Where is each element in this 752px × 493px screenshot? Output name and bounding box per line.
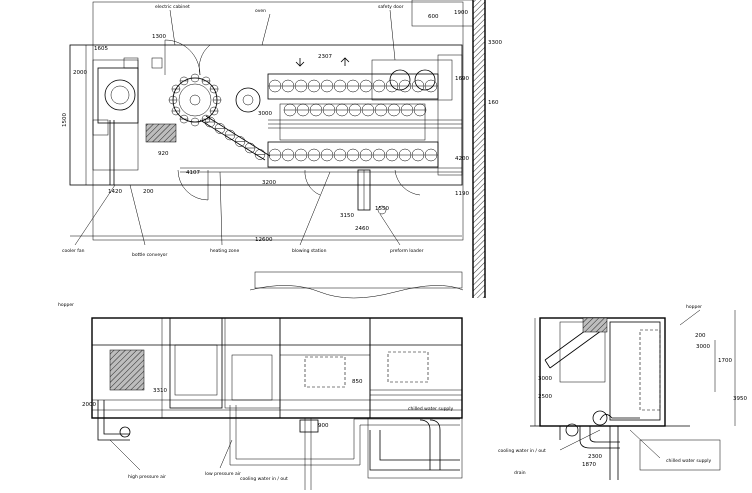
- note-conveyor: bottle conveyor: [132, 252, 168, 258]
- dim-width-left: 2000: [73, 70, 87, 76]
- side-elevation: 200 3000 2500 3000 3950 1700 1870 2300 c…: [498, 304, 747, 480]
- dim-1690: 1690: [455, 76, 469, 82]
- note-preform: preform loader: [390, 248, 424, 254]
- snote-chilled: chilled water supply: [666, 458, 712, 464]
- dim-3000: 3000: [258, 111, 272, 117]
- dim-height-left: 1500: [62, 113, 68, 127]
- note-door: safety door: [378, 4, 404, 10]
- floor-boundary: [92, 1, 464, 241]
- sdim-1700: 1700: [718, 358, 732, 364]
- dim-1190: 1190: [455, 191, 469, 197]
- dim-3150: 3150: [340, 213, 354, 219]
- dim-3300: 3300: [488, 40, 502, 46]
- front-elevation: 3310 2000 850 900 high pressure air low …: [58, 302, 463, 490]
- dim-920: 920: [158, 151, 169, 157]
- edim-900: 900: [318, 423, 329, 429]
- door-swing-bottom: [177, 169, 209, 201]
- dim-4200: 4200: [455, 156, 469, 162]
- dim-1605: 1605: [94, 46, 108, 52]
- plan-leader-notes: cooler fan bottle conveyor heating zone …: [62, 4, 424, 258]
- elevation-leader-notes: high pressure air low pressure air cooli…: [109, 406, 454, 482]
- enote-left-top: hopper: [58, 302, 74, 308]
- flow-arrow-up: [340, 57, 350, 66]
- dim-1550: 1550: [375, 206, 389, 212]
- note-cabinet: electric cabinet: [155, 4, 190, 10]
- note-blowing: blowing station: [292, 248, 327, 254]
- sdim-2300: 2300: [588, 454, 602, 460]
- dim-1420: 1420: [108, 189, 122, 195]
- blow-wheel-cavities: [168, 73, 222, 127]
- sdim-3000: 3000: [696, 344, 710, 350]
- oven-chain: [267, 73, 462, 168]
- enote-chilled: chilled water supply: [408, 406, 454, 412]
- dim-2307: 2307: [318, 54, 332, 60]
- dim-2460: 2460: [355, 226, 369, 232]
- dim-total-length: 12600: [255, 237, 273, 243]
- note-cooler: cooler fan: [62, 248, 85, 254]
- sdim-200: 200: [695, 333, 706, 339]
- sdim-3950: 3950: [733, 396, 747, 402]
- dim-600: 600: [428, 14, 439, 20]
- dim-200: 200: [143, 189, 154, 195]
- edim-2000: 2000: [82, 402, 96, 408]
- sdim-1870: 1870: [582, 462, 596, 468]
- dim-3200: 3200: [262, 180, 276, 186]
- snote-hopper: hopper: [686, 304, 702, 310]
- dim-4107: 4107: [186, 170, 200, 176]
- edim-850: 850: [352, 379, 363, 385]
- break-extension: [254, 271, 463, 289]
- transfer-chain: [204, 116, 266, 160]
- flow-arrow-down: [295, 58, 305, 67]
- snote-water: cooling water in / out: [498, 448, 546, 454]
- oven-wheels-bot: [268, 148, 438, 162]
- note-heating: heating zone: [210, 248, 239, 254]
- snote-drain: drain: [514, 470, 526, 476]
- enote-hp-air: high pressure air: [128, 474, 166, 480]
- note-oven: oven: [255, 9, 266, 14]
- dim-1300: 1300: [152, 34, 166, 40]
- dim-160: 160: [488, 100, 499, 106]
- enote-lp-air: low pressure air: [205, 471, 241, 477]
- sdim-3000c: 3000: [538, 376, 552, 382]
- side-leader-notes: cooling water in / out drain hopper chil…: [498, 304, 712, 476]
- edim-3310: 3310: [153, 388, 167, 394]
- wall-notch: [411, 0, 474, 27]
- enote-water: cooling water in / out: [240, 476, 288, 482]
- oven-wheels-top: [268, 79, 438, 93]
- plan-view: 12600 1500 2000 600 1900 3300 160 2307 1…: [62, 0, 502, 299]
- sdim-2500: 2500: [538, 394, 552, 400]
- oven-wheels-mid: [283, 103, 427, 117]
- dim-1900: 1900: [454, 10, 468, 16]
- plan-dimensions: 12600 1500 2000 600 1900 3300 160 2307 1…: [62, 10, 502, 243]
- cooler-unit: [97, 67, 139, 124]
- building-wall: [473, 0, 485, 298]
